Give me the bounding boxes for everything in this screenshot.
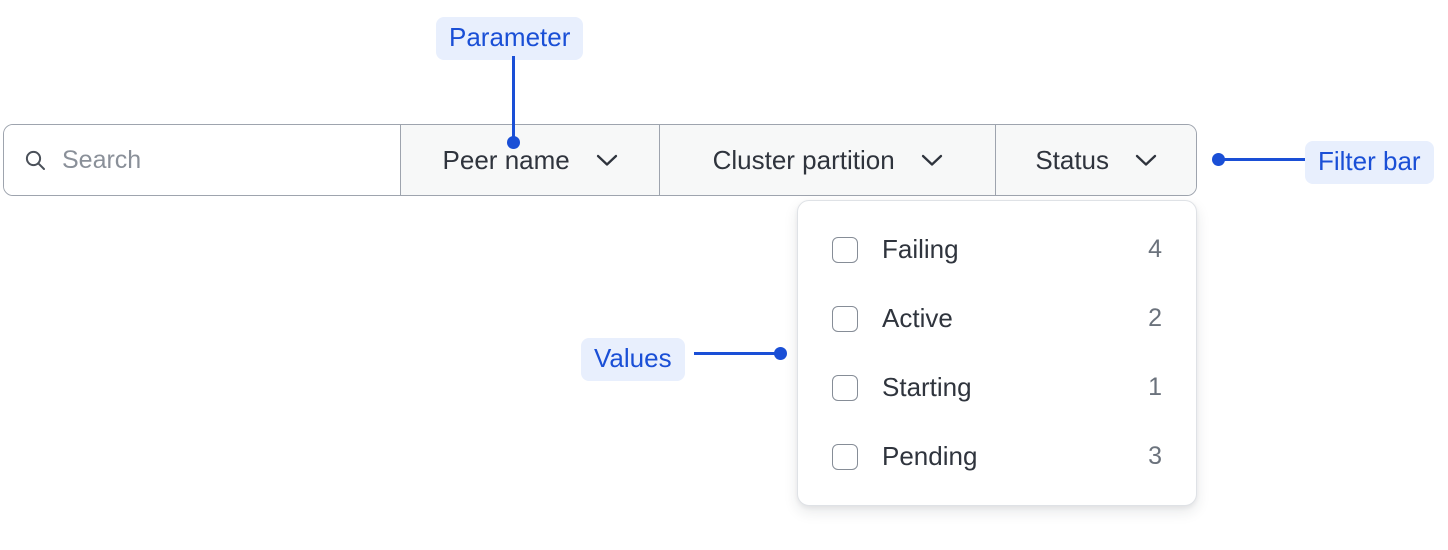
- annotation-anchor-dot-filter-bar: [1212, 153, 1225, 166]
- list-item-label: Failing: [882, 234, 959, 264]
- chevron-down-icon: [596, 153, 618, 167]
- annotation-anchor-dot-values: [774, 347, 787, 360]
- filter-dropdown-status[interactable]: Status: [996, 125, 1196, 195]
- list-item-label: Active: [882, 303, 953, 333]
- list-item-label: Pending: [882, 441, 978, 471]
- filter-dropdown-peer-name-label: Peer name: [442, 144, 570, 175]
- filter-bar: Peer name Cluster partition Status: [3, 124, 1197, 196]
- list-item[interactable]: Active 2: [798, 291, 1196, 347]
- list-item[interactable]: Pending 3: [798, 429, 1196, 485]
- filter-dropdown-cluster-partition[interactable]: Cluster partition: [659, 125, 997, 195]
- search-icon: [24, 149, 46, 171]
- checkbox-failing[interactable]: [832, 236, 858, 263]
- filter-dropdown-cluster-partition-label: Cluster partition: [712, 144, 895, 175]
- list-item-count: 4: [1148, 235, 1162, 263]
- annotation-label-parameter: Parameter: [436, 17, 584, 60]
- chevron-down-icon: [921, 153, 943, 167]
- search-field[interactable]: [4, 125, 402, 195]
- filter-dropdown-status-label: Status: [1035, 144, 1110, 175]
- annotation-anchor-dot-parameter: [507, 136, 520, 149]
- checkbox-starting[interactable]: [832, 374, 858, 401]
- search-input[interactable]: [62, 145, 362, 175]
- list-item[interactable]: Failing 4: [798, 222, 1196, 278]
- chevron-down-icon: [1135, 153, 1157, 167]
- status-dropdown-panel: Failing 4 Active 2 Starting 1 Pending 3: [797, 200, 1197, 506]
- list-item-count: 2: [1148, 304, 1162, 332]
- filter-dropdown-peer-name[interactable]: Peer name: [401, 125, 660, 195]
- list-item-label: Starting: [882, 372, 972, 402]
- checkbox-active[interactable]: [832, 305, 858, 332]
- annotation-leader-line-filter-bar: [1222, 158, 1307, 161]
- list-item-count: 3: [1148, 442, 1162, 470]
- list-item-count: 1: [1148, 373, 1162, 401]
- annotation-leader-line-values: [694, 352, 776, 355]
- annotation-label-filter-bar: Filter bar: [1305, 141, 1434, 184]
- list-item[interactable]: Starting 1: [798, 360, 1196, 416]
- checkbox-pending[interactable]: [832, 443, 858, 470]
- annotation-leader-line-parameter: [512, 56, 515, 142]
- annotation-label-values: Values: [581, 338, 685, 381]
